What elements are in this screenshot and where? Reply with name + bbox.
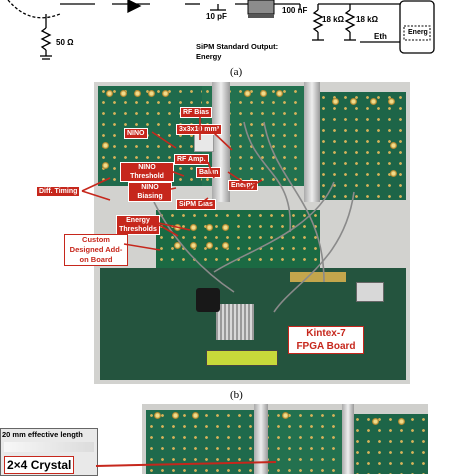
label-nino-threshold: NINO Threshold [120,162,174,182]
label-crystal-2x4: 2×4 Crystal [4,456,75,474]
label-rf-bias: RF Bias [180,107,213,118]
fpga-fan [196,288,220,312]
schematic-label-energ: Energ [408,29,428,36]
label-diff-timing: Diff. Timing [36,186,81,197]
label-energy: Energy [228,180,258,191]
schematic-label-10pf: 10 pF [206,12,227,21]
caption-a: (a) [230,66,243,78]
schematic-label-sipm-output: SiPM Standard Output: [196,42,279,51]
schematic-label-18k-2: 18 kΩ [356,15,378,24]
label-balun: Balun [196,167,222,178]
fpga-ports [290,272,346,282]
fpga-usb [356,282,384,302]
schematic-label-100nf: 100 nF [282,6,308,15]
label-nino: NINO [124,128,148,139]
schematic-diagram [7,0,435,60]
fpga-heatsink [216,304,254,340]
rail-right [304,82,320,202]
add-on-board [156,210,320,270]
schematic-label-sipm-energy: Energy [196,52,222,61]
schematic-label-18k-1: 18 kΩ [322,15,344,24]
label-nino-biasing: NINO Biasing [128,182,172,202]
fpga-lcd [206,350,278,366]
label-crystal-size: 3x3x10 mm³ [176,124,223,135]
label-kintex-fpga: Kintex-7 FPGA Board [288,326,364,354]
crystal-inset-bar [4,442,94,452]
caption-b: (b) [230,389,243,401]
schematic-label-50ohm: 50 Ω [56,38,74,47]
label-effective-length: 20 mm effective length [2,430,83,439]
label-sipm-bias: SiPM Bias [176,199,216,210]
label-rf-amp: RF Amp. [174,154,209,165]
schematic-label-eth: Eth [374,32,387,41]
coax-cables [153,121,355,313]
label-custom-add-on-board: Custom Designed Add-on Board [64,234,128,266]
